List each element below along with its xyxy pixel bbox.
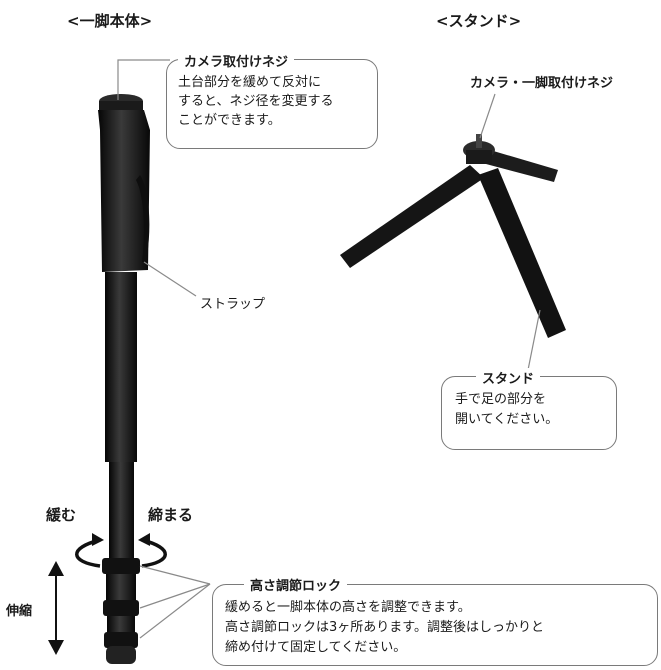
height-lock-ring-1 — [102, 558, 140, 574]
stand-callout-title: スタンド — [476, 368, 541, 387]
stand-mount-label: カメラ・一脚取付けネジ — [470, 76, 614, 91]
height-lock-line-2: 高さ調節ロックは3ヶ所あります。調整後はしっかりと — [225, 620, 544, 635]
camera-mount-text-line-3: ことができます。 — [178, 113, 281, 128]
monopod-heading: <一脚本体> — [67, 12, 153, 30]
stand-leg-back — [486, 150, 558, 182]
extend-arrow — [48, 561, 64, 655]
arrow-head-right — [138, 533, 150, 546]
monopod-grip — [98, 110, 150, 272]
extend-label: 伸縮 — [6, 604, 33, 619]
stand-mount-screw — [476, 134, 482, 148]
height-lock-line-1: 緩めると一脚本体の高さを調整できます。 — [225, 600, 471, 615]
stand-heading: <スタンド> — [436, 12, 522, 30]
stand-callout — [441, 376, 617, 450]
camera-mount-text-line-2: すると、ネジ径を変更する — [178, 94, 334, 109]
stand-illustration — [340, 134, 566, 338]
strap-label: ストラップ — [200, 297, 266, 312]
stand-callout-line-2: 開いてください。 — [455, 412, 559, 427]
monopod-illustration — [98, 94, 150, 664]
height-lock-callout — [212, 584, 658, 666]
arrow-head-left — [92, 533, 104, 546]
height-lock-ring-3 — [104, 632, 138, 648]
height-lock-title: 高さ調節ロック — [244, 575, 348, 594]
camera-mount-text-line-1: 土台部分を緩めて反対に — [178, 75, 322, 90]
camera-mount-title: カメラ取付けネジ — [178, 51, 295, 70]
height-lock-line-3: 締め付けて固定してください。 — [225, 640, 407, 655]
strap-shape — [136, 175, 150, 262]
leader-lines — [117, 59, 541, 639]
stand-callout-line-1: 手で足の部分を — [455, 392, 547, 407]
monopod-foot — [106, 646, 136, 664]
height-lock-ring-2 — [103, 600, 139, 616]
loosen-label: 緩む — [46, 506, 77, 524]
stand-leg-front — [478, 168, 566, 338]
stand-leg-left — [340, 165, 484, 268]
tighten-label: 締まる — [148, 506, 194, 524]
